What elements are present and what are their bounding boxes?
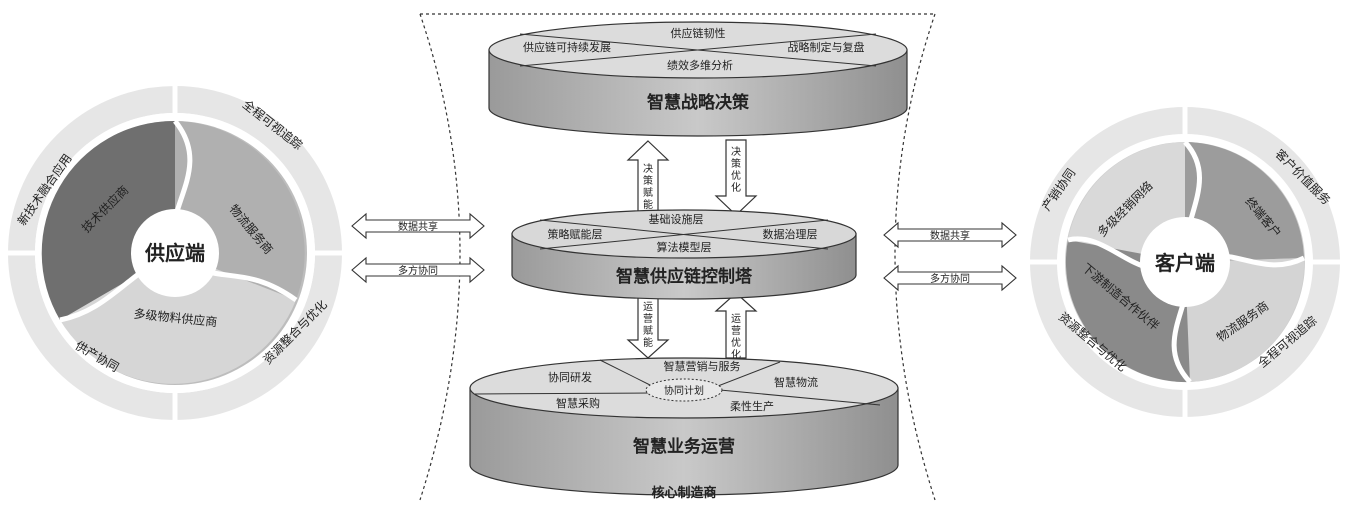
ops-empower-arrow xyxy=(626,294,670,359)
strategy-item-sustainability: 供应链可持续发展 xyxy=(523,40,611,54)
supply-side-center-label: 供应端 xyxy=(144,241,205,265)
tower-item-strategy: 策略赋能层 xyxy=(548,227,603,241)
link-right-top-label: 数据共享 xyxy=(930,229,970,242)
link-arrow-left-bottom: 多方协同 xyxy=(351,256,485,284)
ops-item-flexible-production: 柔性生产 xyxy=(730,399,774,413)
customer-side-ring: 客户端 多级经销网络 终端客户 物流服务商 下游制造合作伙伴 产销协同 客户价值… xyxy=(1028,105,1342,418)
ops-item-rd: 协同研发 xyxy=(548,370,592,384)
decision-empower-label: 决策赋能 xyxy=(643,163,653,211)
decision-optimize-arrow xyxy=(714,139,758,216)
strategy-disk-title: 智慧战略决策 xyxy=(647,92,750,113)
link-left-top-label: 数据共享 xyxy=(398,220,438,233)
link-left-bottom-label: 多方协同 xyxy=(398,264,438,277)
operations-disk-title: 智慧业务运营 xyxy=(633,436,735,457)
tower-item-infrastructure: 基础设施层 xyxy=(649,213,704,226)
ops-item-logistics: 智慧物流 xyxy=(774,375,818,389)
link-arrow-right-bottom: 多方协同 xyxy=(883,264,1017,292)
ops-empower-label: 运营赋能 xyxy=(643,301,653,349)
customer-side-center-label: 客户端 xyxy=(1154,251,1215,275)
decision-optimize-label: 决策优化 xyxy=(731,146,741,194)
ops-optimize-arrow xyxy=(714,292,758,359)
tower-item-data-governance: 数据治理层 xyxy=(763,227,818,241)
link-arrow-right-top: 数据共享 xyxy=(883,221,1017,249)
strategy-item-performance: 绩效多维分析 xyxy=(667,58,733,72)
ops-item-marketing: 智慧营销与服务 xyxy=(664,359,741,373)
operations-disk: 智慧营销与服务 协同研发 智慧物流 协同计划 智慧采购 柔性生产 智慧业务运营 xyxy=(469,357,899,496)
ops-item-procurement: 智慧采购 xyxy=(556,396,600,410)
link-arrow-left-top: 数据共享 xyxy=(351,212,485,240)
strategy-item-resilience: 供应链韧性 xyxy=(671,26,726,40)
tower-item-algorithm: 算法模型层 xyxy=(657,240,712,254)
supply-side-ring: 供应端 技术供应商 物流服务商 多级物料供应商 新技术融合应用 全程可视追踪 资… xyxy=(5,80,345,425)
strategy-item-planning: 战略制定与复盘 xyxy=(788,40,865,54)
core-manufacturer-label: 核心制造商 xyxy=(651,485,716,501)
hourglass-outline xyxy=(419,13,936,501)
control-tower-disk: 基础设施层 策略赋能层 数据治理层 算法模型层 智慧供应链控制塔 xyxy=(511,209,857,300)
control-tower-title: 智慧供应链控制塔 xyxy=(616,266,753,287)
link-right-bottom-label: 多方协同 xyxy=(930,272,970,285)
strategy-disk: 供应链韧性 供应链可持续发展 战略制定与复盘 绩效多维分析 智慧战略决策 xyxy=(488,21,908,137)
ops-optimize-label: 运营优化 xyxy=(731,313,741,361)
ops-item-planning: 协同计划 xyxy=(664,384,704,397)
